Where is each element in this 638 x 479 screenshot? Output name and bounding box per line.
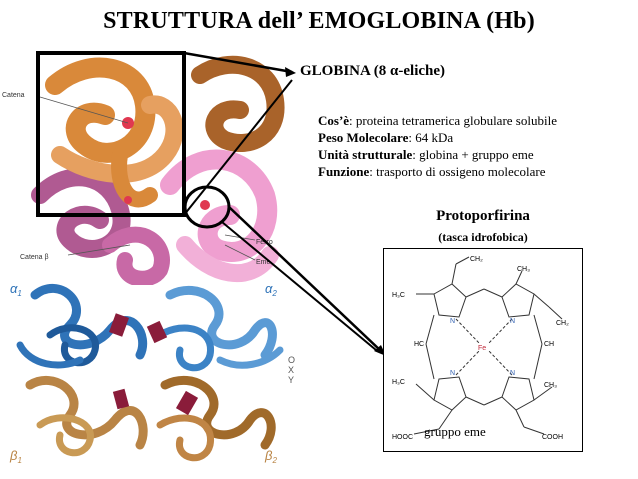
atom-ch2-top: CH₂ — [470, 256, 483, 263]
heme-marker — [124, 196, 132, 204]
atom-n: N — [510, 370, 515, 377]
beta2-label: β2 — [264, 448, 277, 465]
beta-ribbons — [25, 375, 276, 462]
atom-fe: Fe — [478, 345, 486, 352]
atom-ch3-bottomright: CH₃ — [544, 382, 557, 389]
atom-cooh-left: HOOC — [392, 434, 413, 441]
beta1-label: β1 — [9, 448, 22, 465]
globina-label: GLOBINA (8 α-eliche) — [300, 63, 446, 79]
alpha1-label: α1 — [10, 281, 22, 298]
gruppo-eme-caption: gruppo eme — [424, 424, 486, 439]
heme-groups — [109, 313, 199, 416]
atom-cooh-right: COOH — [542, 434, 563, 441]
atom-ch2-right: CH₂ — [556, 320, 569, 327]
catena-alpha-label: Catena — [2, 92, 25, 99]
slide-title: STRUTTURA dell’ EMOGLOBINA (Hb) — [103, 8, 535, 34]
heme-structure-diagram: CH₂ H₃C CH₃ CH₂ HC CH Fe N N N N H₃C CH₃… — [392, 256, 569, 441]
porphyrin-bonds — [413, 256, 563, 435]
info-line-funzione: Funzione: trasporto di ossigeno molecola… — [318, 164, 546, 179]
arrow-line — [183, 51, 293, 74]
atom-ch-right: CH — [544, 341, 554, 348]
atom-n: N — [450, 370, 455, 377]
oxy-label-o: O — [288, 355, 295, 365]
ferro-label: Ferro — [256, 239, 273, 246]
protoporfirina-subtitle: (tasca idrofobica) — [438, 230, 528, 244]
globina-highlight-box — [36, 51, 186, 217]
atom-n: N — [510, 318, 515, 325]
catena-beta-label: Catena β — [20, 254, 49, 261]
oxy-label-x: X — [288, 365, 294, 375]
arrow-line — [221, 221, 377, 351]
hemoglobin-tube-illustration: Catena Catena β Ferro Eme — [2, 55, 285, 285]
arrow-line — [228, 206, 383, 353]
info-block: Cos’è: proteina tetramerica globulare so… — [318, 112, 557, 180]
protoporfirina-title: Protoporfirina — [436, 208, 530, 224]
alpha2-label: α2 — [265, 281, 277, 298]
eme-label: Eme — [256, 259, 271, 266]
info-line-unita: Unità strutturale: globina + gruppo eme — [318, 147, 534, 162]
alpha-chain-tubes — [45, 55, 285, 208]
heme-marker — [200, 200, 210, 210]
atom-n: N — [450, 318, 455, 325]
arrow-head — [285, 67, 296, 77]
info-line-cose: Cos’è: proteina tetramerica globulare so… — [318, 113, 557, 128]
hemoglobin-ribbon-structure: α1 α2 β1 β2 O X Y — [9, 281, 295, 465]
oxy-label-y: Y — [288, 375, 294, 385]
arrow-line — [183, 79, 293, 216]
heme-structure-panel: CH₂ H₃C CH₃ CH₂ HC CH Fe N N N N H₃C CH₃… — [383, 248, 583, 452]
atom-ch3-topright: CH₃ — [517, 266, 530, 273]
info-line-peso: Peso Molecolare: 64 kDa — [318, 130, 454, 145]
atom-ch3-topleft: H₃C — [392, 292, 405, 299]
alpha-ribbons — [16, 284, 284, 372]
atom-hc-left: HC — [414, 341, 424, 348]
atom-ch3-bottomleft: H₃C — [392, 379, 405, 386]
beta-chain-tubes — [31, 149, 279, 285]
